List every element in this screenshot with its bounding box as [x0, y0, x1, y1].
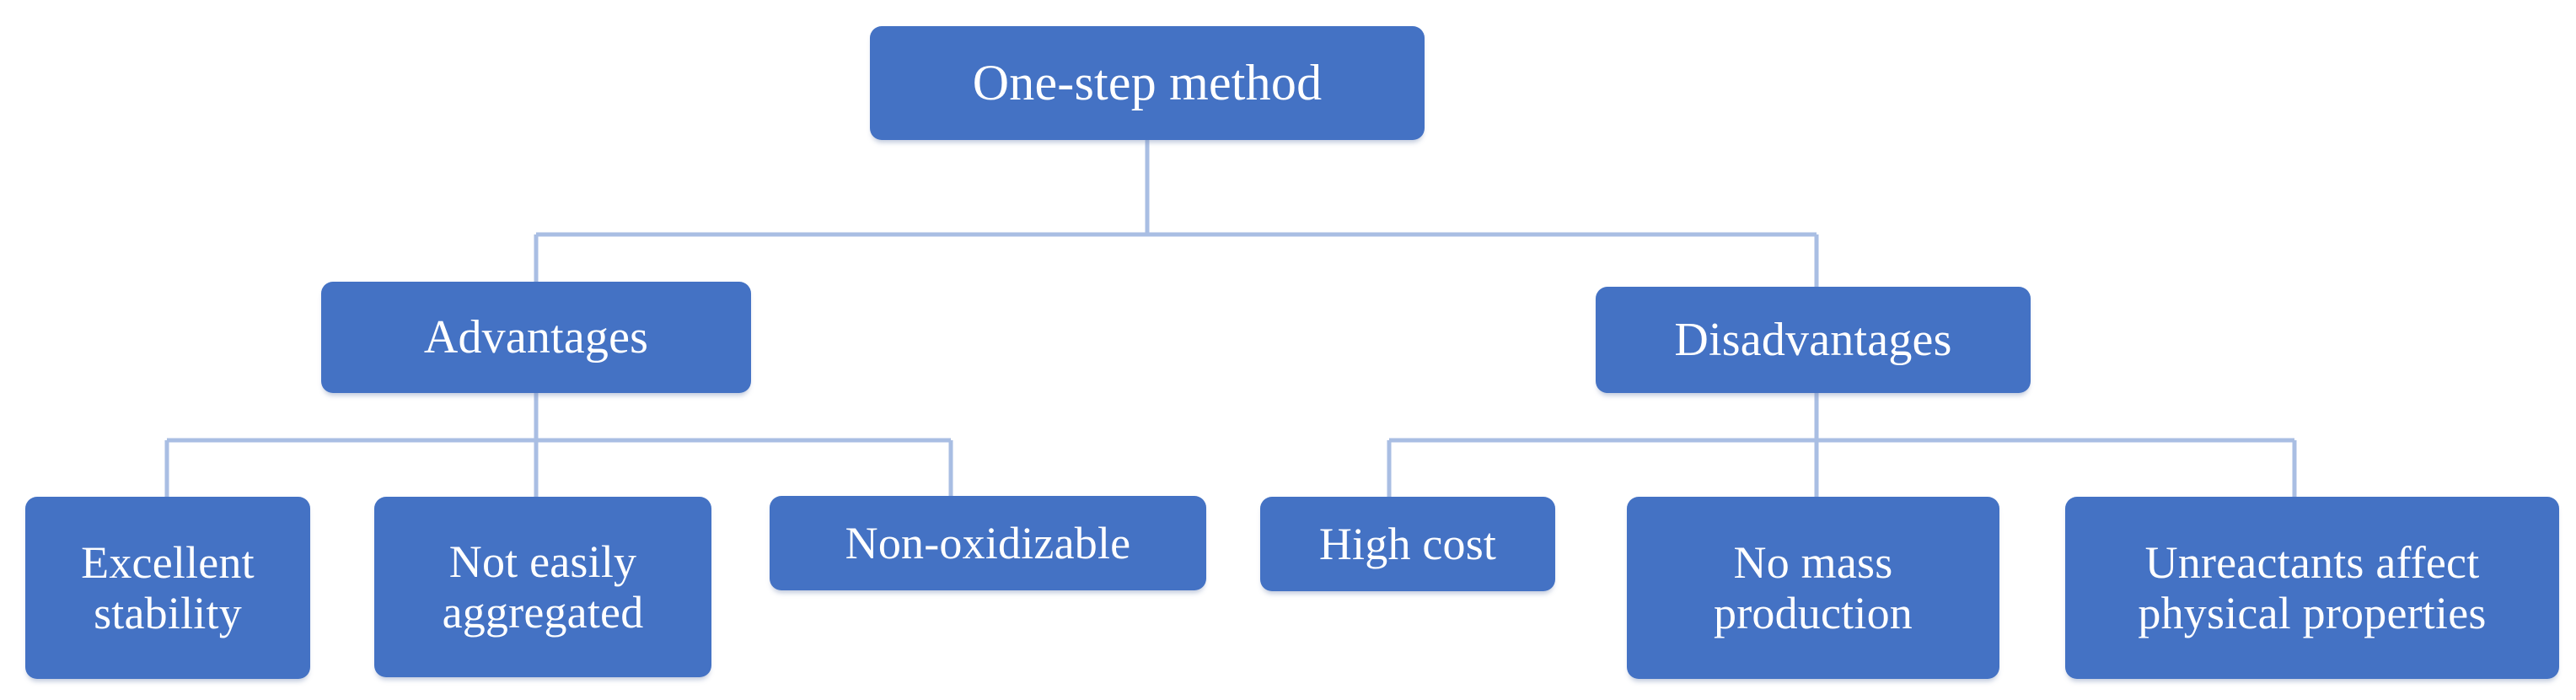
- node-label: Disadvantages: [1674, 313, 1952, 366]
- node-not-easily-aggregated[interactable]: Not easily aggregated: [374, 497, 711, 677]
- node-label: High cost: [1318, 518, 1497, 569]
- node-high-cost[interactable]: High cost: [1260, 497, 1555, 591]
- node-label: Non-oxidizable: [845, 517, 1131, 568]
- node-label: Advantages: [423, 310, 649, 363]
- node-non-oxidizable[interactable]: Non-oxidizable: [770, 496, 1206, 590]
- node-advantages[interactable]: Advantages: [321, 282, 751, 393]
- node-label: Excellent stability: [81, 536, 255, 638]
- node-one-step-method[interactable]: One-step method: [870, 26, 1425, 140]
- node-label: Unreactants affect physical properties: [2138, 536, 2487, 638]
- node-no-mass-production[interactable]: No mass production: [1627, 497, 1999, 679]
- node-label: One-step method: [972, 54, 1323, 110]
- node-unreactants-affect-physical-properties[interactable]: Unreactants affect physical properties: [2065, 497, 2559, 679]
- node-label: No mass production: [1714, 536, 1913, 638]
- node-excellent-stability[interactable]: Excellent stability: [25, 497, 310, 679]
- node-label: Not easily aggregated: [442, 536, 644, 638]
- node-disadvantages[interactable]: Disadvantages: [1596, 287, 2031, 393]
